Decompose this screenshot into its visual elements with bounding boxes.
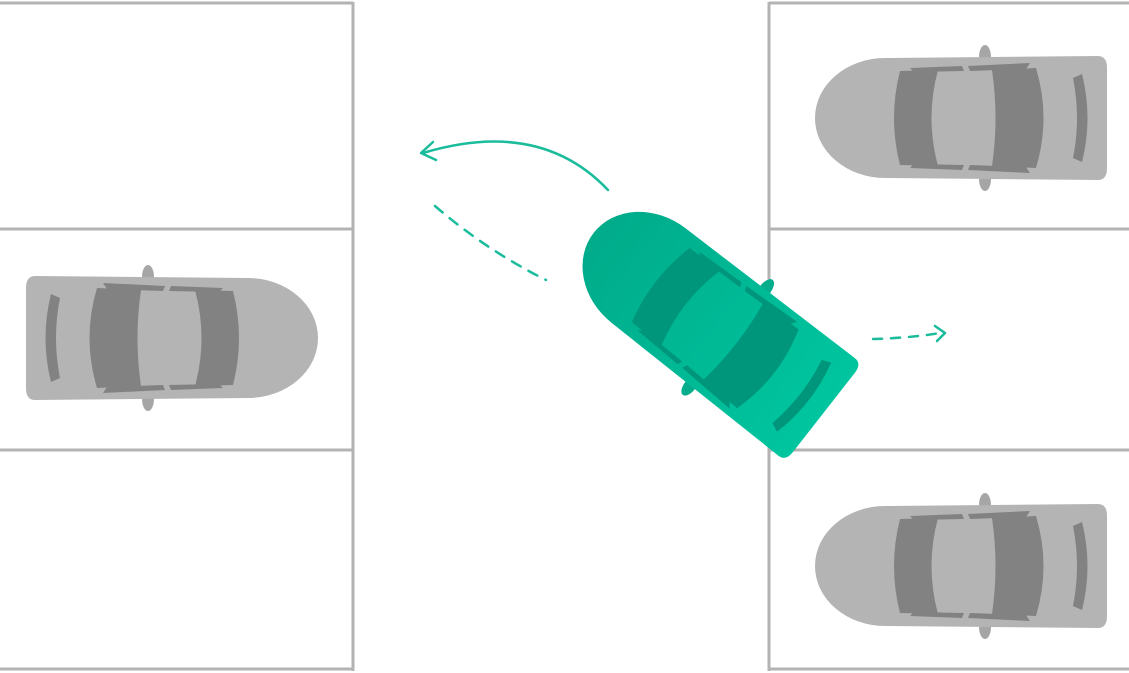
car-top-view-icon — [815, 45, 1107, 191]
parked-car-right-top — [815, 45, 1107, 191]
arrowhead — [419, 140, 438, 162]
curved-arrow-left-icon — [421, 140, 610, 192]
car-top-view-icon — [548, 175, 869, 471]
reverse-path — [433, 204, 548, 282]
left-parking-row — [0, 1, 355, 671]
dashed-curve-icon — [433, 204, 548, 282]
active-car — [548, 175, 869, 471]
parked-car-right-bottom — [815, 493, 1107, 639]
forward-path-arrow — [419, 140, 610, 192]
arrowhead — [933, 324, 947, 343]
car-top-view-icon — [26, 265, 318, 411]
exit-path-arrow — [871, 324, 947, 343]
car-top-view-icon — [815, 493, 1107, 639]
dashed-arrow-right-icon — [871, 331, 942, 341]
parked-car-left-middle — [26, 265, 318, 411]
